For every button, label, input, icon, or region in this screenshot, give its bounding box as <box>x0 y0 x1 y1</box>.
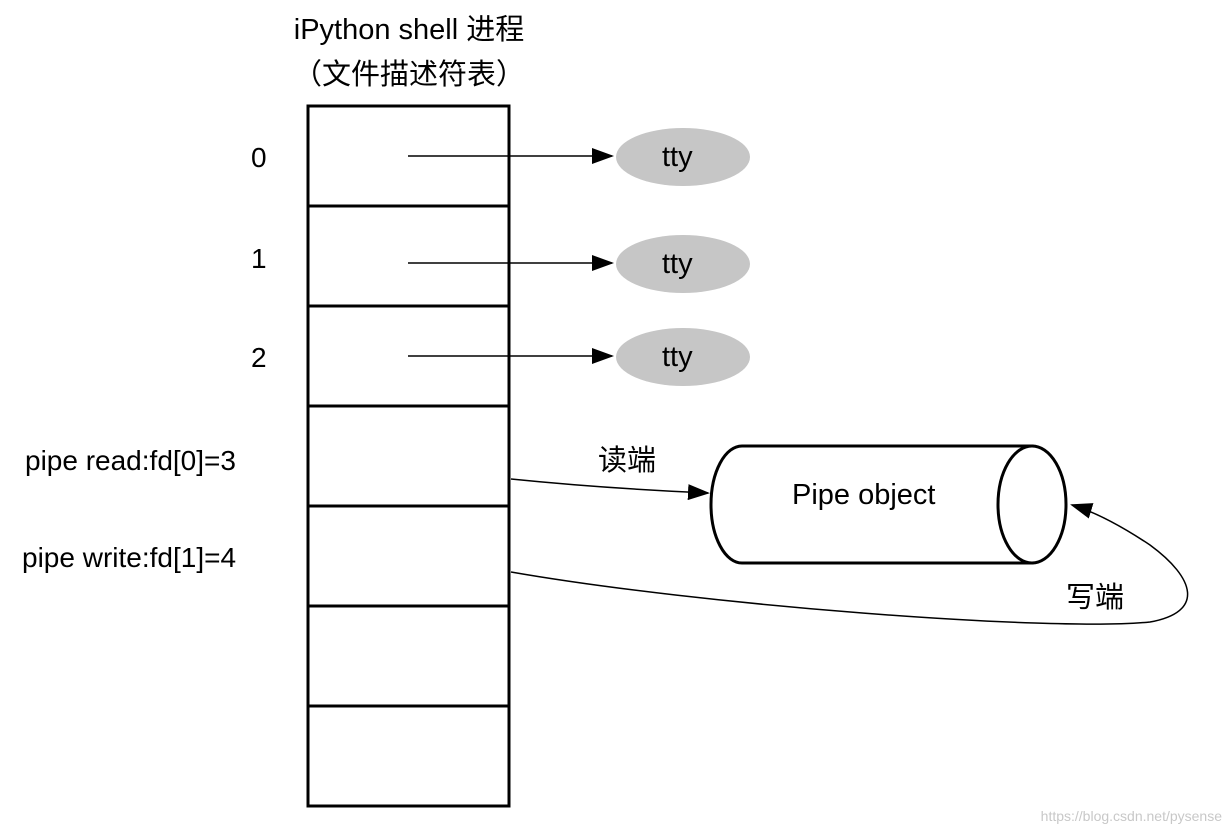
fd-label-1: 1 <box>251 243 267 274</box>
write-end-label: 写端 <box>1066 582 1125 614</box>
process-subtitle: （文件描述符表） <box>292 59 525 91</box>
fd-table-border <box>306 104 511 808</box>
tty-label-1: tty <box>662 248 693 280</box>
fd-label-3: pipe read:fd[0]=3 <box>25 445 236 476</box>
pipe-end-cap <box>996 444 1068 565</box>
tty-label-0: tty <box>662 141 693 173</box>
fd-label-0: 0 <box>251 142 267 173</box>
pipe-object-cylinder <box>709 444 1068 565</box>
read-end-label: 读端 <box>598 445 657 477</box>
fd-label-4: pipe write:fd[1]=4 <box>22 542 237 573</box>
watermark: https://blog.csdn.net/pysense <box>1040 808 1222 824</box>
pipe-body <box>709 444 1034 565</box>
pipe-object-label: Pipe object <box>792 479 936 511</box>
tty-node-2 <box>616 328 750 386</box>
write-end-arrow <box>510 503 1189 625</box>
process-title: iPython shell 进程 <box>293 14 525 46</box>
tty-label-2: tty <box>662 341 693 373</box>
fd-table <box>306 104 511 808</box>
tty-node-1 <box>616 235 750 293</box>
tty-node-0 <box>616 128 750 186</box>
read-end-arrow <box>510 478 710 501</box>
fd-label-2: 2 <box>251 342 267 373</box>
